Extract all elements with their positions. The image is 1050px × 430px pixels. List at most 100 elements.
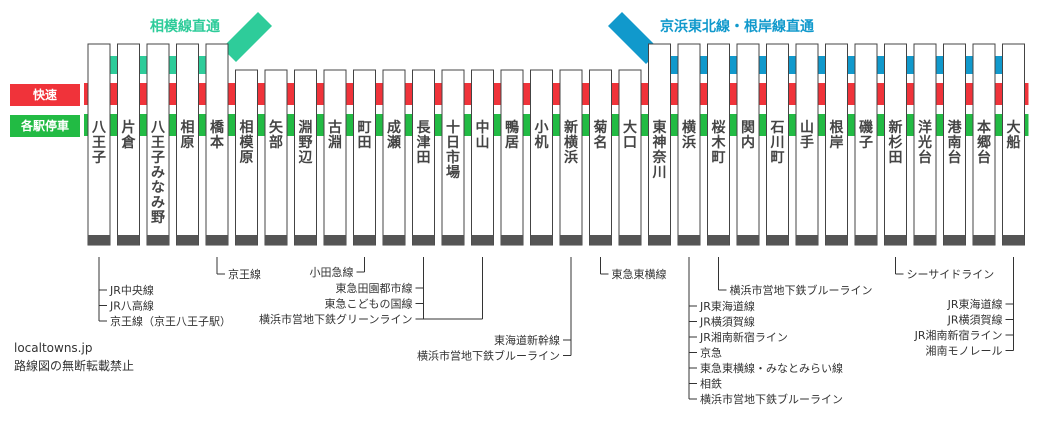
- station-name: 新横浜: [564, 119, 579, 166]
- station-name-char: 淵: [299, 119, 313, 136]
- transfer-line-name: JR東海道線: [947, 297, 1003, 311]
- transfer-line-name: 東海道新幹線: [494, 333, 560, 347]
- station-name: 古淵: [328, 119, 342, 151]
- station-name-char: 八: [91, 120, 107, 136]
- transfer-line-name: 京王線: [228, 267, 261, 281]
- station-base: [176, 235, 199, 245]
- station: 片倉: [117, 43, 140, 246]
- station-name-char: 本: [977, 119, 992, 136]
- transfer-line-name: 横浜市営地下鉄グリーンライン: [259, 312, 412, 326]
- station-name-char: 関: [741, 120, 755, 136]
- station-base: [530, 235, 553, 245]
- station-name-char: 岸: [830, 134, 844, 151]
- station-name-char: 場: [446, 164, 460, 181]
- station-name-char: 本: [210, 134, 225, 151]
- station: 橋本: [205, 43, 229, 246]
- station-name-char: 神: [653, 134, 667, 151]
- station: 成瀬: [382, 69, 406, 246]
- station-box: [589, 69, 612, 246]
- station: 磯子: [854, 43, 878, 246]
- station-name-char: 矢: [269, 119, 284, 136]
- station-name: 東神奈川: [652, 119, 668, 181]
- station-base: [796, 235, 818, 245]
- station-name: 磯子: [859, 119, 873, 151]
- station-name-char: 根: [830, 119, 845, 136]
- station-base: [766, 235, 789, 245]
- station-name-char: 田: [358, 135, 372, 151]
- station-name: 桜木町: [711, 119, 727, 166]
- station-name-char: 台: [918, 149, 932, 166]
- station-name: 十日市場: [446, 119, 460, 181]
- transfer-line-name: JR横須賀線: [947, 313, 1003, 327]
- station-name: 町田: [358, 120, 372, 151]
- station-name: 橋本: [210, 119, 225, 151]
- station-base: [353, 235, 376, 245]
- transfer-line-name: JR横須賀線: [699, 315, 755, 329]
- station-base: [648, 235, 671, 245]
- station-box: [264, 69, 288, 246]
- station-base: [206, 235, 228, 245]
- station-name: 菊名: [594, 119, 608, 151]
- station-base: [855, 235, 877, 245]
- station-name-char: 津: [417, 134, 431, 151]
- station-name-char: 辺: [299, 149, 313, 166]
- station-name-char: み: [151, 195, 165, 211]
- station-name-char: 浜: [682, 134, 696, 151]
- station: 相模原: [235, 69, 258, 246]
- transfer-line-name: JR八高線: [109, 299, 154, 313]
- station-name-char: 菊: [594, 119, 608, 136]
- station-name-char: 相: [181, 119, 195, 136]
- station-box: [618, 69, 642, 246]
- transfer-line-name: 横浜市営地下鉄ブルーライン: [730, 283, 873, 297]
- station-name-char: 子: [92, 150, 106, 166]
- legend-local-label: 各駅停車: [20, 118, 69, 133]
- station-name-char: 日: [446, 135, 460, 151]
- station-base: [235, 235, 258, 245]
- transfer-line-name: 東急こどもの国線: [325, 297, 413, 311]
- keihin-through-label: 京浜東北線・根岸線直通: [660, 18, 814, 35]
- station-name-char: な: [151, 180, 165, 196]
- rapid-band: [84, 83, 1029, 105]
- station-base: [589, 235, 612, 245]
- station-name: 成瀬: [387, 119, 401, 151]
- station-base: [442, 235, 464, 245]
- station-name-char: 横: [682, 119, 697, 136]
- station-name-char: 居: [505, 135, 519, 151]
- site-credit: localtowns.jp: [14, 341, 92, 355]
- station-name: 淵野辺: [299, 119, 313, 166]
- station-base: [943, 235, 966, 245]
- station: 十日市場: [441, 69, 465, 246]
- station-base: [973, 235, 995, 245]
- station-name: 大船: [1007, 119, 1021, 151]
- station-name-char: 原: [181, 135, 195, 151]
- legend-rapid-swatch: [10, 84, 80, 106]
- station-name-char: 中: [476, 119, 490, 136]
- station-name-char: 口: [623, 135, 637, 151]
- station: 長津田: [412, 69, 435, 246]
- legend-local-swatch: [10, 115, 80, 137]
- station-base: [324, 235, 346, 245]
- transfer-line-name: 小田急線: [310, 265, 354, 279]
- station-name-char: 郷: [977, 135, 991, 151]
- station-base: [294, 235, 317, 245]
- station-name-char: 倉: [121, 134, 137, 151]
- station-name-char: 名: [594, 134, 608, 151]
- station-name-char: 子: [859, 135, 873, 151]
- station-name-char: 机: [535, 134, 549, 151]
- station-name: 大口: [623, 119, 637, 151]
- station: 大口: [618, 69, 642, 246]
- sagami-through-label: 相模線直通: [150, 18, 220, 35]
- station-name: 八王子: [91, 120, 107, 166]
- station-name-char: 浜: [564, 149, 578, 166]
- station-name-char: 瀬: [387, 134, 401, 151]
- station-name-char: 光: [917, 134, 932, 151]
- transfer-line-name: JR中央線: [109, 283, 154, 297]
- station-name-char: 模: [240, 134, 255, 151]
- station-box: [471, 69, 494, 246]
- station-name-char: 磯: [859, 119, 873, 136]
- transfer-group: 横浜市営地下鉄ブルーライン: [718, 257, 873, 297]
- station: 菊名: [589, 69, 612, 246]
- legend-rapid-label: 快速: [33, 87, 57, 102]
- station-name-char: 十: [446, 119, 460, 136]
